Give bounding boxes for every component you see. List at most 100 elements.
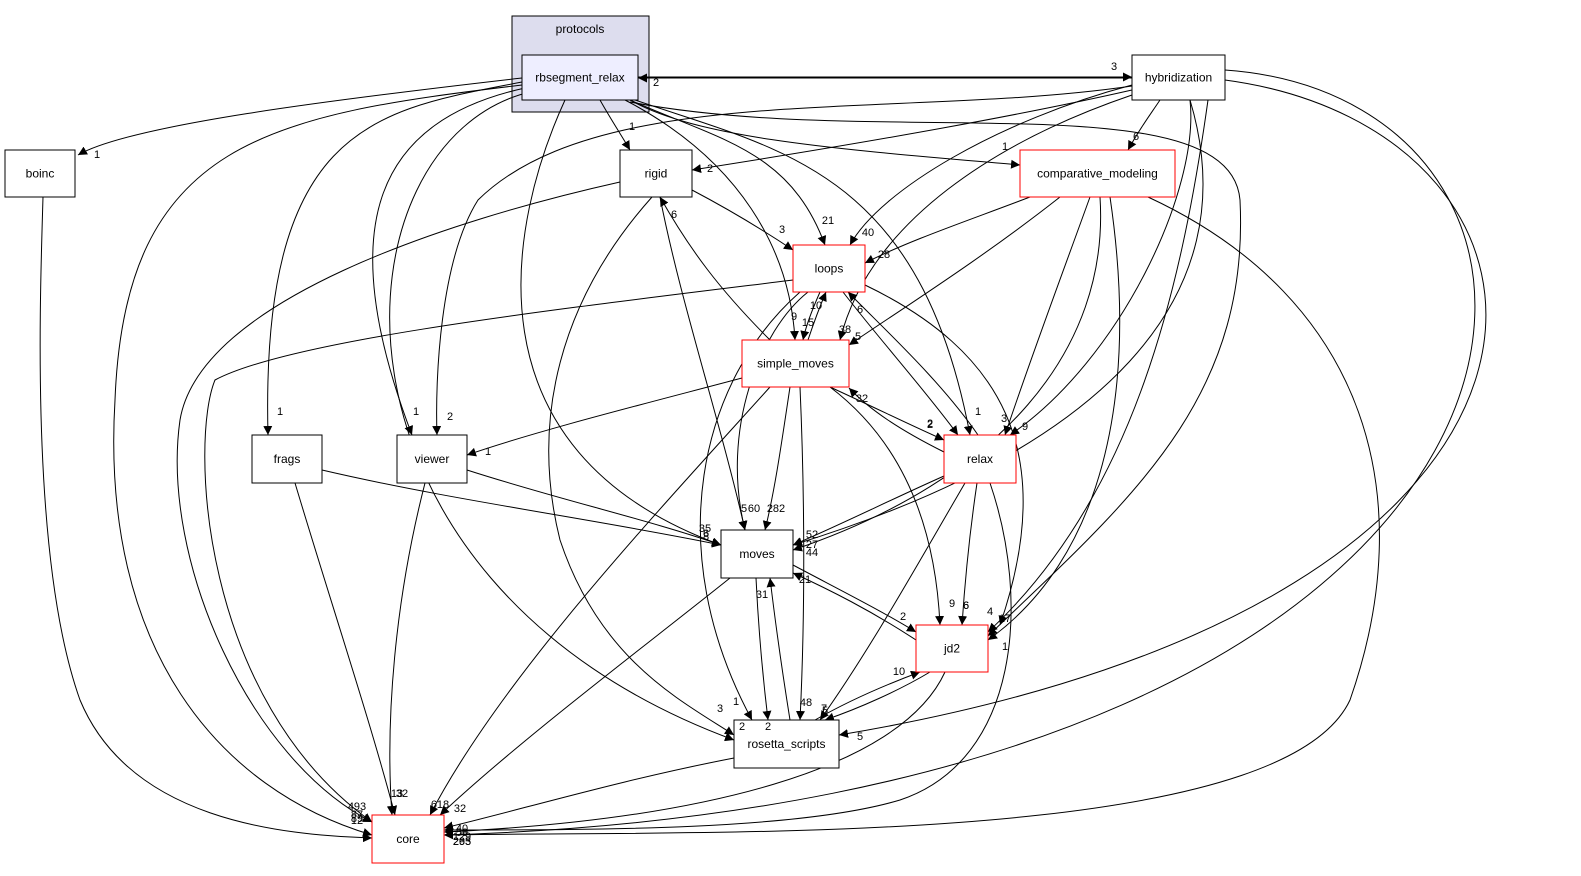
- edge-label-jd2-to-core[interactable]: 40: [456, 823, 468, 835]
- edge-label-hybridization-to-rigid[interactable]: 2: [707, 163, 713, 175]
- edge-comparative_modeling-to-loops: [864, 196, 1031, 264]
- edge-label-rigid-to-moves[interactable]: 60: [748, 503, 760, 515]
- node-boinc[interactable]: boinc: [4, 149, 76, 198]
- node-box[interactable]: [741, 339, 850, 388]
- edge-label-relax-to-jd2[interactable]: 6: [963, 600, 969, 612]
- node-box[interactable]: [251, 434, 323, 484]
- edge-label-loops-to-simple_moves[interactable]: 15: [802, 317, 814, 329]
- edge-label-rbsegment_relax-to-jd2[interactable]: 4: [987, 606, 993, 618]
- edge-label-moves-to-rosetta_scripts[interactable]: 2: [765, 721, 771, 733]
- node-moves[interactable]: moves: [720, 529, 794, 579]
- edge-label-relax-to-core[interactable]: 59: [456, 827, 468, 839]
- edge-label-hybridization-to-relax[interactable]: 9: [1022, 421, 1028, 433]
- edge-label-relax-to-moves[interactable]: 27: [806, 539, 818, 551]
- node-hybridization[interactable]: hybridization: [1131, 54, 1226, 101]
- edge-label-comparative_modeling-to-jd2[interactable]: 1: [1002, 641, 1008, 653]
- edge-label-frags-to-moves[interactable]: 6: [703, 528, 709, 540]
- edge-label-loops-to-jd2[interactable]: 6: [963, 600, 969, 612]
- edge-label-moves-to-core[interactable]: 32: [454, 803, 466, 815]
- edge-label-hybridization-to-simple_moves[interactable]: 38: [839, 324, 851, 336]
- node-box[interactable]: [733, 719, 840, 769]
- edge-label-boinc-to-core[interactable]: 12: [351, 815, 363, 827]
- edge-label-simple_moves-to-rigid[interactable]: 6: [671, 209, 677, 221]
- node-box[interactable]: [1131, 54, 1226, 101]
- edge-label-loops-to-core[interactable]: 89: [351, 813, 363, 825]
- edge-label-rbsegment_relax-to-moves[interactable]: 35: [699, 523, 711, 535]
- edge-label-hybridization-to-comparative_modeling[interactable]: 6: [1133, 131, 1139, 143]
- node-jd2[interactable]: jd2: [915, 624, 989, 673]
- node-comparative-modeling[interactable]: comparative_modeling: [1019, 149, 1176, 198]
- edge-label-frags-to-core[interactable]: 32: [396, 788, 408, 800]
- edge-label-comparative_modeling-to-core[interactable]: 263: [453, 836, 471, 848]
- edge-label-comparative_modeling-to-relax[interactable]: 3: [1001, 413, 1007, 425]
- node-box[interactable]: [4, 149, 76, 198]
- node-box[interactable]: [943, 434, 1017, 484]
- node-viewer[interactable]: viewer: [396, 434, 468, 484]
- edge-label-simple_moves-to-moves[interactable]: 282: [767, 503, 785, 515]
- node-box[interactable]: [521, 54, 639, 101]
- edge-label-rosetta_scripts-to-core[interactable]: 129: [453, 831, 471, 843]
- edge-label-hybridization-to-rbsegment_relax[interactable]: 2: [653, 77, 659, 89]
- edge-label-rbsegment_relax-to-core[interactable]: 493: [348, 801, 366, 813]
- node-simple-moves[interactable]: simple_moves: [741, 339, 850, 388]
- node-box[interactable]: [720, 529, 794, 579]
- node-frags[interactable]: frags: [251, 434, 323, 484]
- node-rigid[interactable]: rigid: [619, 149, 693, 198]
- node-rbsegment-relax[interactable]: rbsegment_relax: [521, 54, 639, 101]
- edge-label-hybridization-to-rosetta_scripts[interactable]: 5: [857, 731, 863, 743]
- node-rosetta-scripts[interactable]: rosetta_scripts: [733, 719, 840, 769]
- edge-label-viewer-to-moves[interactable]: 8: [703, 531, 709, 543]
- edge-label-rbsegment_relax-to-boinc[interactable]: 1: [94, 149, 100, 161]
- edge-label-simple_moves-to-relax[interactable]: 2: [927, 418, 933, 430]
- edge-simple_moves-to-moves: [762, 386, 791, 531]
- edge-label-rbsegment_relax-to-loops[interactable]: 21: [822, 215, 834, 227]
- node-core[interactable]: core: [371, 814, 445, 864]
- edge-label-rigid-to-rosetta_scripts[interactable]: 1: [733, 696, 739, 708]
- node-relax[interactable]: relax: [943, 434, 1017, 484]
- edge-label-relax-to-simple_moves[interactable]: 32: [856, 393, 868, 405]
- edge-label-relax-to-loops[interactable]: 6: [857, 304, 863, 316]
- edge-label-viewer-to-core[interactable]: 13: [391, 788, 403, 800]
- node-loops[interactable]: loops: [792, 244, 866, 293]
- edge-label-comparative_modeling-to-moves[interactable]: 44: [806, 547, 818, 559]
- edge-label-rbsegment_relax-to-rosetta_scripts[interactable]: 3: [717, 703, 723, 715]
- edge-label-comparative_modeling-to-loops[interactable]: 28: [878, 249, 890, 261]
- node-box[interactable]: [1019, 149, 1176, 198]
- edge-loops-to-moves: [736, 291, 809, 531]
- edge-label-simple_moves-to-loops[interactable]: 10: [810, 300, 822, 312]
- edge-label-loops-to-relax[interactable]: 2: [927, 419, 933, 431]
- edge-label-hybridization-to-core[interactable]: 295: [453, 836, 471, 848]
- edge-label-comparative_modeling-to-simple_moves[interactable]: 5: [855, 331, 861, 343]
- edge-label-rosetta_scripts-to-jd2[interactable]: 10: [893, 666, 905, 678]
- edge-label-simple_moves-to-rosetta_scripts[interactable]: 48: [800, 697, 812, 709]
- edge-label-jd2-to-moves[interactable]: 21: [799, 574, 811, 586]
- edge-label-rbsegment_relax-to-viewer[interactable]: 1: [413, 406, 419, 418]
- node-box[interactable]: [792, 244, 866, 293]
- edge-label-hybridization-to-jd2[interactable]: 17: [999, 613, 1011, 625]
- node-box[interactable]: [371, 814, 445, 864]
- node-box[interactable]: [619, 149, 693, 198]
- edge-label-hybridization-to-viewer[interactable]: 2: [447, 411, 453, 423]
- edge-label-jd2-to-rosetta_scripts[interactable]: 5: [822, 705, 828, 717]
- edge-label-simple_moves-to-core[interactable]: 618: [431, 799, 449, 811]
- edge-label-rigid-to-loops[interactable]: 3: [779, 224, 785, 236]
- edge-label-hybridization-to-loops[interactable]: 40: [862, 227, 874, 239]
- edge-label-rbsegment_relax-to-rigid[interactable]: 1: [629, 121, 635, 133]
- edge-moves-to-rosetta_scripts: [755, 577, 772, 721]
- edge-label-rbsegment_relax-to-simple_moves[interactable]: 9: [791, 311, 797, 323]
- edge-label-moves-to-jd2[interactable]: 2: [900, 611, 906, 623]
- node-box[interactable]: [396, 434, 468, 484]
- edge-label-loops-to-moves[interactable]: 5: [741, 503, 747, 515]
- edge-label-rbsegment_relax-to-relax[interactable]: 1: [975, 406, 981, 418]
- node-box[interactable]: [915, 624, 989, 673]
- edge-label-relax-to-rosetta_scripts[interactable]: 7: [821, 703, 827, 715]
- edge-label-rosetta_scripts-to-moves[interactable]: 31: [756, 589, 768, 601]
- edge-label-rbsegment_relax-to-frags[interactable]: 1: [277, 406, 283, 418]
- edge-label-rbsegment_relax-to-comparative_modeling[interactable]: 1: [1002, 141, 1008, 153]
- edge-label-hybridization-to-moves[interactable]: 52: [806, 529, 818, 541]
- edge-label-rbsegment_relax-to-hybridization[interactable]: 3: [1111, 61, 1117, 73]
- edge-label-rigid-to-core[interactable]: 87: [351, 809, 363, 821]
- edge-label-simple_moves-to-viewer[interactable]: 1: [485, 446, 491, 458]
- edge-label-simple_moves-to-jd2[interactable]: 9: [949, 598, 955, 610]
- edge-label-loops-to-rosetta_scripts[interactable]: 2: [739, 721, 745, 733]
